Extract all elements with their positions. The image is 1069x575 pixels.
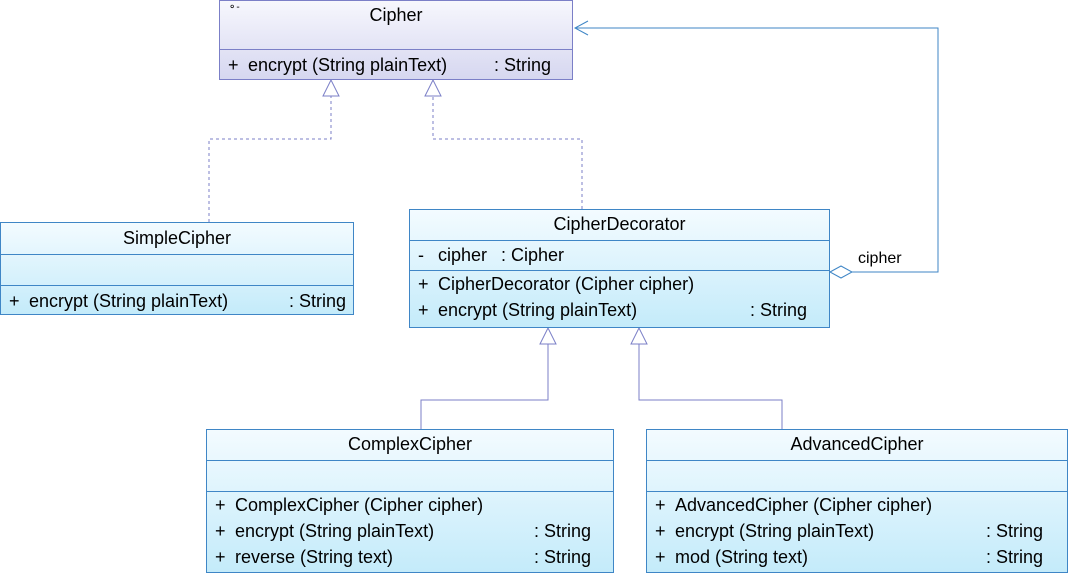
- class-complexcipher[interactable]: ComplexCipher + ComplexCipher (Cipher cip…: [206, 429, 614, 573]
- operation-signature: CipherDecorator (Cipher cipher): [438, 274, 695, 294]
- visibility: +: [228, 55, 239, 75]
- visibility: -: [418, 245, 424, 265]
- return-type: : String: [750, 300, 808, 320]
- class-cipherdecorator-name-compartment: CipherDecorator: [410, 210, 829, 240]
- class-complexcipher-attributes: [207, 460, 613, 491]
- class-cipher-name-compartment: ⚬- Cipher: [220, 1, 572, 49]
- class-name: SimpleCipher: [122, 228, 232, 248]
- class-complexcipher-name-compartment: ComplexCipher: [207, 430, 613, 460]
- class-complexcipher-operations: + ComplexCipher (Cipher cipher) + encrypt …: [207, 491, 613, 570]
- operation-signature: encrypt (String plainText): [675, 521, 875, 541]
- class-cipherdecorator-attributes: -cipher : Cipher: [410, 240, 829, 270]
- generalization-advancedcipher-to-decorator[interactable]: [630, 326, 783, 429]
- operation-signature: encrypt (String plainText): [235, 521, 435, 541]
- visibility: +: [215, 495, 226, 515]
- visibility: +: [418, 274, 429, 294]
- association-role-label: cipher: [858, 250, 902, 267]
- class-advancedcipher-operations: + AdvancedCipher (Cipher cipher) + encrypt…: [647, 491, 1067, 570]
- class-name: Cipher: [369, 5, 423, 25]
- attribute-type: : Cipher: [501, 245, 565, 265]
- class-cipherdecorator[interactable]: CipherDecorator -cipher : Cipher + Cipher…: [409, 209, 830, 328]
- operation-signature: encrypt (String plainText): [248, 55, 448, 75]
- visibility: +: [655, 521, 666, 541]
- operation-row: + mod (String text) : String: [647, 544, 1067, 570]
- operation-signature: mod (String text): [675, 547, 809, 567]
- operation-row: + ComplexCipher (Cipher cipher): [207, 492, 613, 518]
- class-name: ComplexCipher: [347, 434, 473, 454]
- class-cipherdecorator-operations: + CipherDecorator (Cipher cipher) + encryp…: [410, 270, 829, 323]
- class-simplecipher-operations: + encrypt (String plainText) : String: [1, 285, 353, 314]
- operation-row: + encrypt (String plainText) : String: [410, 297, 829, 323]
- visibility: +: [215, 521, 226, 541]
- interface-icon: ⚬-: [228, 2, 240, 13]
- return-type: : String: [289, 291, 347, 311]
- visibility: +: [9, 291, 20, 311]
- return-type: : String: [986, 547, 1044, 567]
- realization-simplecipher-to-cipher[interactable]: [208, 78, 340, 222]
- operation-row: + CipherDecorator (Cipher cipher): [410, 271, 829, 297]
- operation-row: + encrypt (String plainText) : String: [220, 52, 572, 78]
- class-cipher-operations: + encrypt (String plainText) : String: [220, 49, 572, 78]
- operation-row: + reverse (String text) : String: [207, 544, 613, 570]
- realization-cipherdecorator-to-cipher[interactable]: [424, 78, 583, 209]
- return-type: : String: [494, 55, 552, 75]
- class-name: CipherDecorator: [553, 214, 686, 234]
- return-type: : String: [986, 521, 1044, 541]
- visibility: +: [655, 495, 666, 515]
- operation-row: + encrypt (String plainText) : String: [207, 518, 613, 544]
- class-cipher[interactable]: ⚬- Cipher + encrypt (String plainText) : …: [219, 0, 573, 80]
- class-simplecipher-name-compartment: SimpleCipher: [1, 223, 353, 254]
- class-advancedcipher-attributes: [647, 460, 1067, 491]
- class-advancedcipher-name-compartment: AdvancedCipher: [647, 430, 1067, 460]
- class-simplecipher[interactable]: SimpleCipher + encrypt (String plainText)…: [0, 222, 354, 315]
- class-name: AdvancedCipher: [790, 434, 924, 454]
- operation-row: + encrypt (String plainText) : String: [647, 518, 1067, 544]
- class-simplecipher-attributes: [1, 254, 353, 285]
- visibility: +: [215, 547, 226, 567]
- class-advancedcipher[interactable]: AdvancedCipher + AdvancedCipher (Cipher c…: [646, 429, 1068, 573]
- attribute-row: -cipher : Cipher: [410, 242, 829, 268]
- attribute-name: cipher: [438, 245, 488, 265]
- operation-signature: reverse (String text): [235, 547, 394, 567]
- return-type: : String: [534, 547, 592, 567]
- operation-signature: encrypt (String plainText): [29, 291, 229, 311]
- operation-signature: encrypt (String plainText): [438, 300, 638, 320]
- visibility: +: [655, 547, 666, 567]
- operation-signature: AdvancedCipher (Cipher cipher): [675, 495, 933, 515]
- operation-row: + AdvancedCipher (Cipher cipher): [647, 492, 1067, 518]
- aggregation-decorator-to-cipher[interactable]: [573, 20, 939, 279]
- visibility: +: [418, 300, 429, 320]
- return-type: : String: [534, 521, 592, 541]
- operation-signature: ComplexCipher (Cipher cipher): [235, 495, 484, 515]
- operation-row: + encrypt (String plainText) : String: [1, 288, 353, 314]
- generalization-complexcipher-to-decorator[interactable]: [420, 326, 557, 429]
